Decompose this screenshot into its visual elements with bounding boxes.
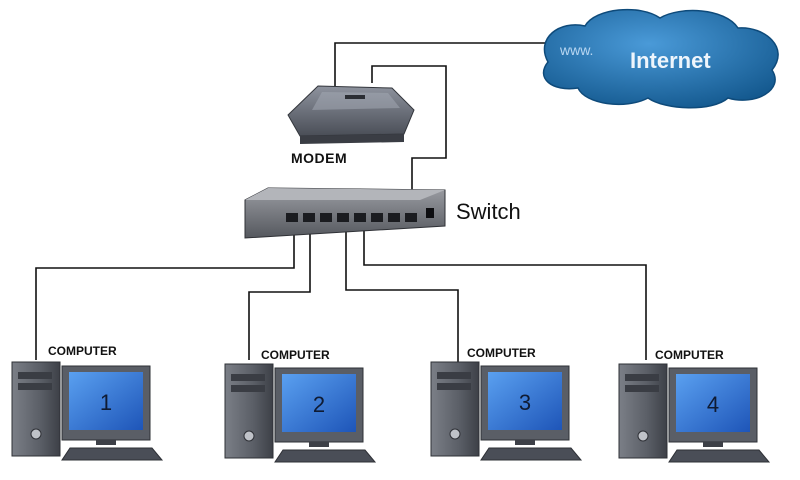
monitor-screen xyxy=(488,372,562,430)
computer-number: 1 xyxy=(100,390,112,415)
computer-1: 1 xyxy=(11,361,164,461)
keyboard xyxy=(274,449,377,463)
computer-2-label: COMPUTER xyxy=(261,348,330,362)
computer-3: 3 xyxy=(430,361,583,461)
power-button-icon xyxy=(243,430,255,442)
monitor-screen xyxy=(676,374,750,432)
switch-ports xyxy=(286,208,434,222)
monitor-screen xyxy=(69,372,143,430)
keyboard xyxy=(668,449,771,463)
power-button-icon xyxy=(449,428,461,440)
monitor-stand xyxy=(703,442,723,447)
computer-number: 4 xyxy=(707,392,719,417)
tower-drive-bay xyxy=(625,385,659,392)
tower-drive-bay xyxy=(437,372,471,379)
switch-label: Switch xyxy=(456,199,521,224)
computer-1-label: COMPUTER xyxy=(48,344,117,358)
power-button-icon xyxy=(30,428,42,440)
internet-prefix-text: www. xyxy=(559,42,593,58)
keyboard xyxy=(480,447,583,461)
cables xyxy=(35,42,647,362)
cable-switch-computer-4 xyxy=(363,226,647,360)
cable-switch-computer-2 xyxy=(248,226,311,360)
tower-drive-bay xyxy=(18,372,52,379)
switch-device xyxy=(244,187,446,239)
cable-modem-switch xyxy=(371,65,447,212)
cable-switch-computer-3 xyxy=(345,226,459,362)
computer-4-label: COMPUTER xyxy=(655,348,724,362)
computer-2: 2 xyxy=(224,363,377,463)
power-button-icon xyxy=(637,430,649,442)
cable-modem-internet xyxy=(334,42,545,90)
tower-drive-bay xyxy=(231,374,265,381)
cable-switch-computer-1 xyxy=(35,226,295,360)
modem-device xyxy=(287,85,415,144)
computer-3-label: COMPUTER xyxy=(467,346,536,360)
keyboard xyxy=(61,447,164,461)
monitor-stand xyxy=(515,440,535,445)
computer-number: 2 xyxy=(313,392,325,417)
monitor-stand xyxy=(96,440,116,445)
tower-drive-bay xyxy=(231,385,265,392)
internet-cloud: www. Internet xyxy=(542,8,779,109)
computer-number: 3 xyxy=(519,390,531,415)
monitor-screen xyxy=(282,374,356,432)
computers-layer: 1 2 3 4 xyxy=(11,361,771,463)
internet-label: Internet xyxy=(630,48,711,73)
modem-label: MODEM xyxy=(291,150,348,166)
tower-drive-bay xyxy=(18,383,52,390)
computer-4: 4 xyxy=(618,363,771,463)
tower-drive-bay xyxy=(625,374,659,381)
monitor-stand xyxy=(309,442,329,447)
tower-drive-bay xyxy=(437,383,471,390)
